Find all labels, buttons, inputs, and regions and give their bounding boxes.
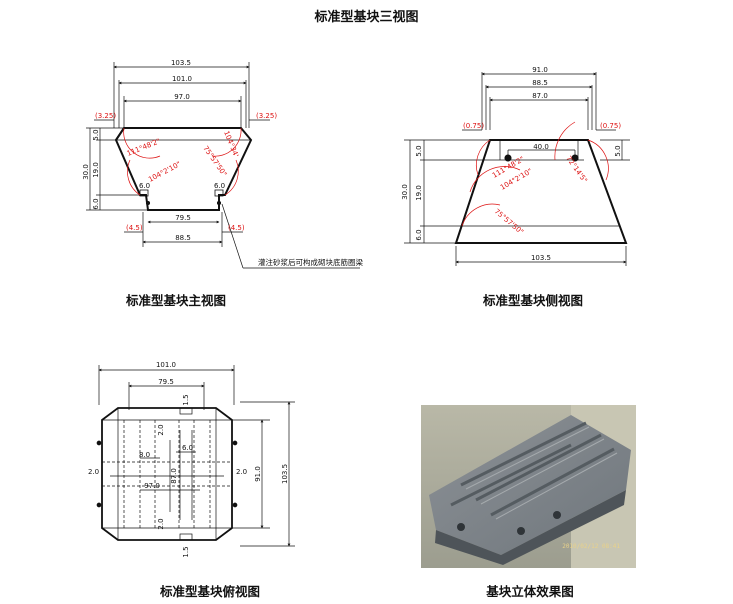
svg-text:2.0: 2.0: [157, 424, 165, 435]
svg-text:2.0: 2.0: [157, 518, 165, 529]
front-view-caption: 标准型基块主视图: [125, 293, 226, 308]
svg-text:灌注砂浆后可构成砌块底筋圈梁: 灌注砂浆后可构成砌块底筋圈梁: [258, 257, 363, 267]
svg-text:6.0: 6.0: [92, 198, 100, 209]
svg-text:19.0: 19.0: [92, 162, 100, 178]
svg-text:97.0: 97.0: [174, 93, 190, 101]
svg-text:6.0: 6.0: [214, 182, 225, 190]
svg-text:79.5: 79.5: [158, 378, 174, 386]
svg-text:101.0: 101.0: [156, 361, 176, 369]
top-view-drawing: [96, 365, 295, 547]
svg-text:(0.75): (0.75): [600, 122, 621, 130]
svg-text:5.0: 5.0: [415, 145, 423, 156]
block-3d-photo: 2010/02/12 08:41: [421, 405, 636, 568]
svg-text:1.5: 1.5: [182, 394, 190, 405]
side-view-labels: 91.0 88.5 87.0 (0.75) (0.75) 40.0 30.0 5…: [401, 66, 622, 262]
svg-text:30.0: 30.0: [82, 164, 90, 180]
svg-text:6.0: 6.0: [182, 444, 193, 452]
top-view-labels: 101.0 79.5 1.5 1.5 2.0 2.0 6.0 8.0 97.0 …: [88, 361, 289, 558]
svg-text:1.5: 1.5: [182, 546, 190, 557]
svg-text:(3.25): (3.25): [256, 112, 277, 120]
svg-text:6.0: 6.0: [139, 182, 150, 190]
svg-text:87.0: 87.0: [170, 468, 178, 484]
svg-text:6.0: 6.0: [415, 229, 423, 240]
svg-text:79.5: 79.5: [175, 214, 191, 222]
svg-text:(4.5): (4.5): [126, 224, 143, 232]
svg-text:(3.25): (3.25): [95, 112, 116, 120]
svg-text:101.0: 101.0: [172, 75, 192, 83]
svg-text:5.0: 5.0: [614, 145, 622, 156]
svg-text:8.0: 8.0: [139, 451, 150, 459]
photo-timestamp: 2010/02/12 08:41: [562, 543, 620, 550]
top-view-caption: 标准型基块俯视图: [159, 584, 260, 599]
svg-text:91.0: 91.0: [532, 66, 548, 74]
svg-text:88.5: 88.5: [532, 79, 548, 87]
front-view-drawing: [86, 62, 360, 269]
svg-text:97.0: 97.0: [144, 482, 160, 490]
svg-text:88.5: 88.5: [175, 234, 191, 242]
svg-text:2.0: 2.0: [236, 468, 247, 476]
svg-text:87.0: 87.0: [532, 92, 548, 100]
svg-text:103.5: 103.5: [531, 254, 551, 262]
svg-text:103.5: 103.5: [281, 464, 289, 484]
side-view-drawing: [404, 72, 630, 266]
front-view-labels: 103.5 101.0 97.0 (3.25) (3.25) 30.0 5.0 …: [82, 59, 363, 267]
svg-text:104°2'10": 104°2'10": [147, 160, 182, 184]
svg-text:91.0: 91.0: [254, 466, 262, 482]
photo-caption: 基块立体效果图: [486, 584, 574, 599]
svg-text:75°57'50": 75°57'50": [201, 145, 228, 179]
svg-text:40.0: 40.0: [533, 143, 549, 151]
svg-text:75°57'50": 75°57'50": [493, 207, 525, 236]
page-title: 标准型基块三视图: [314, 10, 419, 25]
svg-text:5.0: 5.0: [92, 129, 100, 140]
svg-text:103.5: 103.5: [171, 59, 191, 67]
svg-text:19.0: 19.0: [415, 185, 423, 201]
svg-text:30.0: 30.0: [401, 184, 409, 200]
svg-text:2.0: 2.0: [88, 468, 99, 476]
side-view-caption: 标准型基块侧视图: [482, 293, 583, 308]
svg-text:(0.75): (0.75): [463, 122, 484, 130]
svg-text:(4.5): (4.5): [228, 224, 245, 232]
